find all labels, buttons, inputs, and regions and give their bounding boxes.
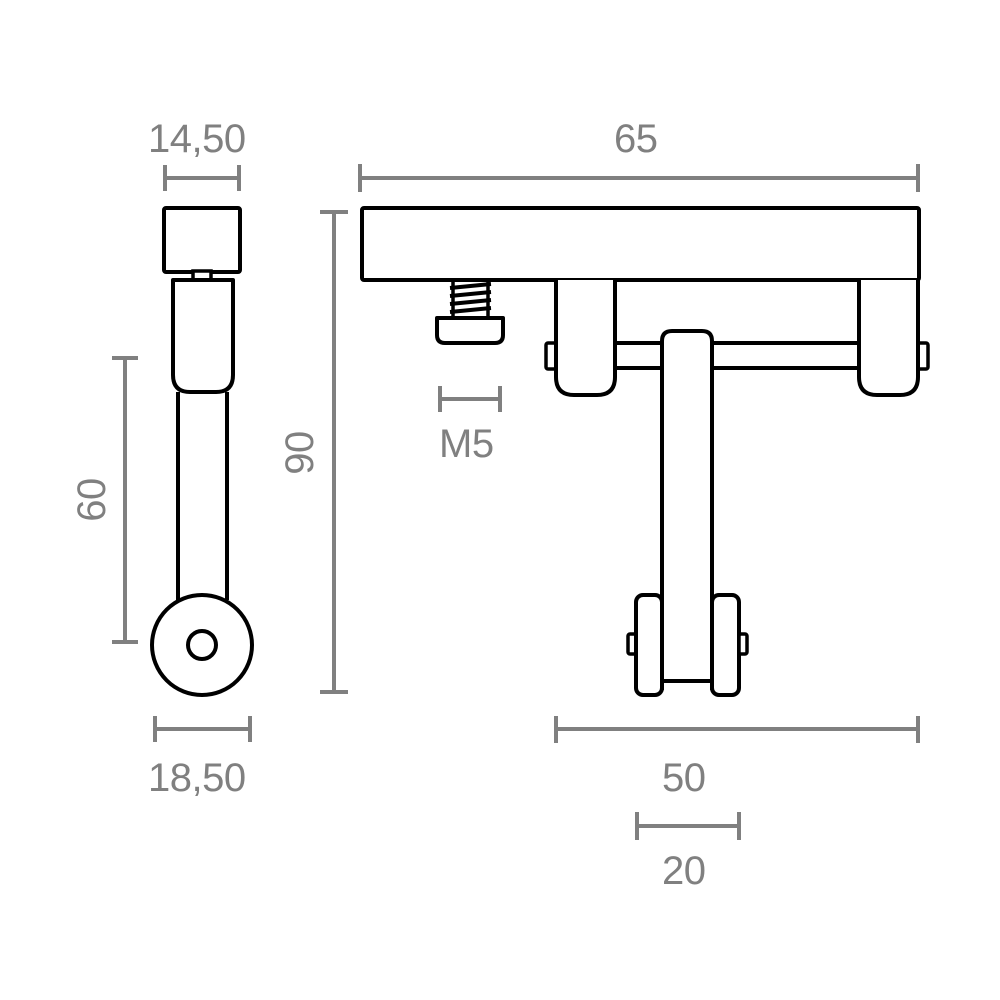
side-arm-housing: [171, 278, 235, 394]
dim-line-arm-length: [112, 356, 138, 644]
dim-line-screw-thread: [438, 386, 502, 412]
label-top-width: 14,50: [148, 117, 246, 161]
front-left-bracket: [544, 280, 617, 397]
dim-line-wheel-span: [554, 716, 920, 743]
label-wheel-span: 50: [662, 756, 706, 800]
front-top-plate: [360, 206, 921, 282]
front-right-bracket: [857, 280, 930, 397]
side-wheel-hub: [186, 629, 218, 661]
screw-head: [435, 316, 505, 345]
dim-line-bottom-wheel-span: [635, 812, 741, 840]
bottom-right-wheel-pin: [737, 632, 749, 656]
side-view: [150, 206, 254, 697]
dim-line-wheel-width: [153, 716, 252, 742]
dim-line-overall-height: [320, 210, 348, 694]
side-top-block: [162, 206, 242, 274]
bottom-left-wheel: [634, 593, 664, 697]
label-screw-thread: M5: [439, 422, 494, 466]
dim-line-overall-width: [358, 164, 920, 192]
label-wheel-width: 18,50: [148, 756, 246, 800]
front-bottom-wheels: [626, 593, 749, 697]
label-bottom-wheel-span: 20: [662, 849, 706, 893]
side-arm-shaft: [176, 392, 229, 600]
right-bracket: [857, 280, 920, 397]
label-overall-width: 65: [614, 117, 658, 161]
label-arm-length: 60: [70, 478, 114, 522]
label-overall-height: 90: [278, 431, 322, 475]
screw-thread: [449, 282, 492, 314]
left-bracket: [554, 280, 617, 397]
front-view-dimensions: [320, 164, 920, 840]
front-central-arm: [660, 329, 714, 690]
side-view-dimensions: [112, 165, 252, 742]
dim-line-top-width: [163, 165, 241, 191]
bottom-right-wheel: [710, 593, 741, 697]
front-axle-bar: [612, 341, 862, 370]
screw: [435, 282, 505, 345]
front-view: [360, 206, 930, 697]
